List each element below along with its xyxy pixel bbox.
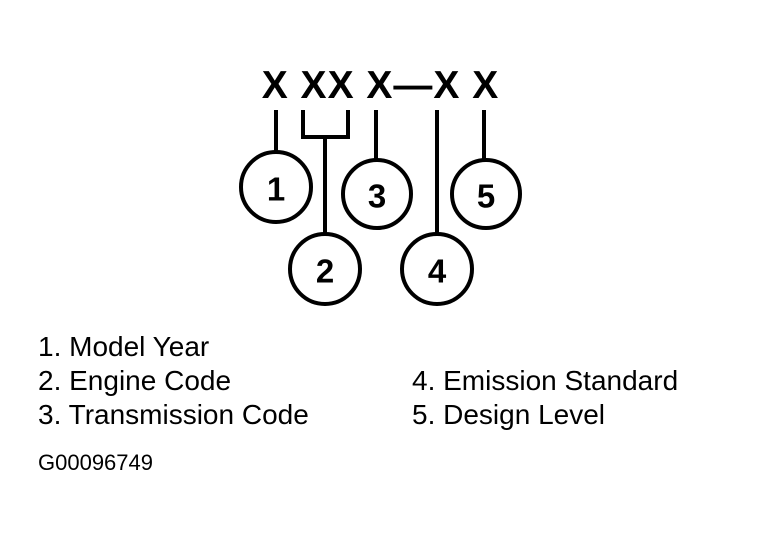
callout-legend: 1. Model Year 2. Engine Code 4. Emission… (38, 330, 738, 432)
bracket-xx (301, 110, 350, 139)
callout-number-1: 1 (267, 171, 285, 208)
callout-circle-3 (341, 158, 413, 230)
legend-item-4: 4. Emission Standard (412, 365, 679, 396)
legend-item-1: 1. Model Year (38, 331, 210, 362)
legend-item-3: 3. Transmission Code (38, 399, 309, 430)
legend-row: 3. Transmission Code 5. Design Level (38, 398, 738, 432)
callout-number-5: 5 (477, 178, 495, 215)
callout-circle-4 (400, 232, 474, 306)
code-pattern-text: X XX X—X X (261, 64, 500, 107)
legend-item-2: 2. Engine Code (38, 365, 232, 396)
callout-circle-5 (450, 158, 522, 230)
figure-id-label: G00096749 (38, 450, 153, 475)
callout-circle-1 (239, 150, 313, 224)
callout-number-3: 3 (368, 178, 386, 215)
callout-number-4: 4 (428, 253, 447, 290)
callout-circle-2 (288, 232, 362, 306)
legend-item-5: 5. Design Level (412, 399, 606, 430)
callout-number-2: 2 (316, 253, 334, 290)
legend-row: 2. Engine Code 4. Emission Standard (38, 364, 738, 398)
legend-row: 1. Model Year (38, 330, 738, 364)
